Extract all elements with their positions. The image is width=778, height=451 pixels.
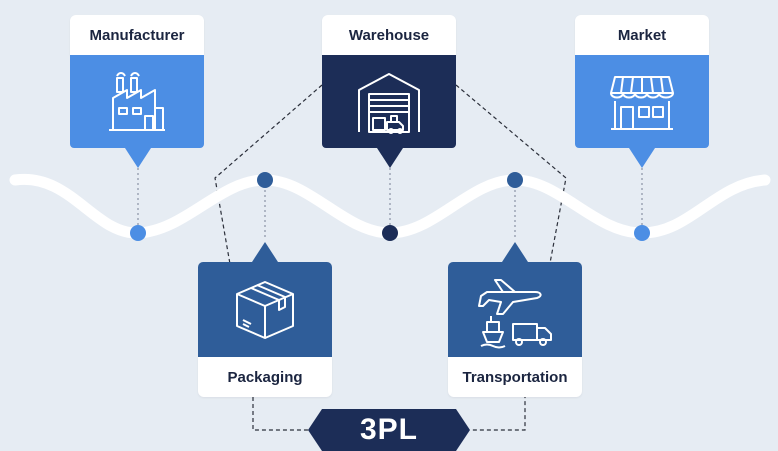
transportation-pointer [502, 242, 528, 262]
manufacturer-dot [130, 225, 146, 241]
factory-icon [109, 71, 165, 131]
transportation-dot [507, 172, 523, 188]
manufacturer-label: Manufacturer [70, 15, 204, 55]
manufacturer-icon-panel [70, 55, 204, 148]
airplane-ship-truck-icon [478, 278, 552, 348]
packaging-label: Packaging [198, 357, 332, 397]
3pl-badge-shape [308, 409, 470, 451]
packaging-dot [257, 172, 273, 188]
packaging-pointer [252, 242, 278, 262]
warehouse-dot [382, 225, 398, 241]
3pl-hub-badge: 3PL [308, 409, 470, 451]
market-icon-panel [575, 55, 709, 148]
packaging-icon-panel [198, 262, 332, 357]
transportation-icon-panel [448, 262, 582, 357]
warehouse-icon [358, 72, 420, 134]
market-pointer [629, 148, 655, 168]
market-dot [634, 225, 650, 241]
package-box-icon [236, 280, 294, 339]
transportation-label: Transportation [448, 357, 582, 397]
store-icon [610, 75, 674, 130]
warehouse-label: Warehouse [322, 15, 456, 55]
market-label: Market [575, 15, 709, 55]
3pl-label: 3PL [359, 413, 419, 446]
manufacturer-pointer [125, 148, 151, 168]
warehouse-pointer [377, 148, 403, 168]
dotted-connectors [137, 168, 643, 240]
warehouse-icon-panel [322, 55, 456, 148]
